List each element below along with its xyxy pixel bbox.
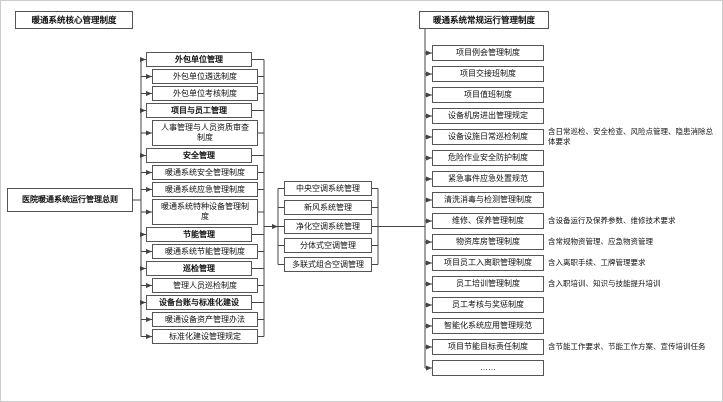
middle-item: 净化空调系统管理: [284, 219, 372, 234]
right-item: ……: [432, 360, 544, 376]
middle-item: 中央空调系统管理: [284, 181, 372, 196]
item-note: 含日常巡检、安全检查、风险点管理、隐患消除总体要求: [548, 127, 713, 147]
left-item: 项目与员工管理: [146, 103, 252, 118]
right-item: 紧急事件应急处置规范: [432, 171, 544, 187]
left-item: 巡检管理: [146, 261, 252, 276]
root-node: 医院暖通系统运行管理总则: [7, 188, 133, 212]
left-item: 暖通系统应急管理制度: [152, 182, 258, 197]
right-item: 项目例会管理制度: [432, 45, 544, 61]
left-item: 标准化建设管理规定: [152, 329, 258, 344]
right-item: 维修、保养管理制度: [432, 213, 544, 229]
left-item: 设备台账与标准化建设: [146, 295, 252, 310]
right-item: 项目员工入离职管理制度: [432, 255, 544, 271]
right-item: 项目交接班制度: [432, 66, 544, 82]
right-item: 智能化系统应用管理规范: [432, 318, 544, 334]
right-item: 物资库房管理制度: [432, 234, 544, 250]
right-item: 设备设施日常巡检制度: [432, 129, 544, 145]
left-item: 安全管理: [146, 148, 252, 163]
left-item: 管理人员巡检制度: [152, 278, 258, 293]
right-item: 清洗消毒与检测管理制度: [432, 192, 544, 208]
item-note: 含设备运行及保养参数、维修技术要求: [548, 216, 676, 225]
middle-item: 分体式空调管理: [284, 238, 372, 253]
left-item: 暖通设备资产管理办法: [152, 312, 258, 327]
routine-title-box: 暖通系统常规运行管理制度: [419, 11, 549, 29]
left-item: 人事管理与人员资质审查制度: [152, 120, 258, 146]
right-item: 危险作业安全防护制度: [432, 150, 544, 166]
left-item: 节能管理: [146, 227, 252, 242]
right-item: 员工培训管理制度: [432, 276, 544, 292]
left-item: 外包单位考核制度: [152, 86, 258, 101]
right-item: 员工考核与奖惩制度: [432, 297, 544, 313]
right-item: 设备机房进出管理规定: [432, 108, 544, 124]
middle-item: 多联式组合空调管理: [284, 257, 372, 272]
right-item: 项目节能目标责任制度: [432, 339, 544, 355]
left-item: 外包单位遴选制度: [152, 69, 258, 84]
right-item: 项目值班制度: [432, 87, 544, 103]
left-item: 外包单位管理: [146, 52, 252, 67]
left-item: 暖通系统节能管理制度: [152, 244, 258, 259]
item-note: 含节能工作要求、节能工作方案、宣传培训任务: [548, 342, 706, 351]
item-note: 含入职培训、知识与技能提升培训: [548, 279, 661, 288]
left-item: 暖通系统特种设备管理制度: [152, 199, 258, 225]
item-note: 含常规物资管理、应急物资管理: [548, 237, 653, 246]
core-title-box: 暖通系统核心管理制度: [15, 11, 133, 29]
middle-item: 新风系统管理: [284, 200, 372, 215]
item-note: 含入离职手续、工牌管理要求: [548, 258, 646, 267]
left-item: 暖通系统安全管理制度: [152, 165, 258, 180]
